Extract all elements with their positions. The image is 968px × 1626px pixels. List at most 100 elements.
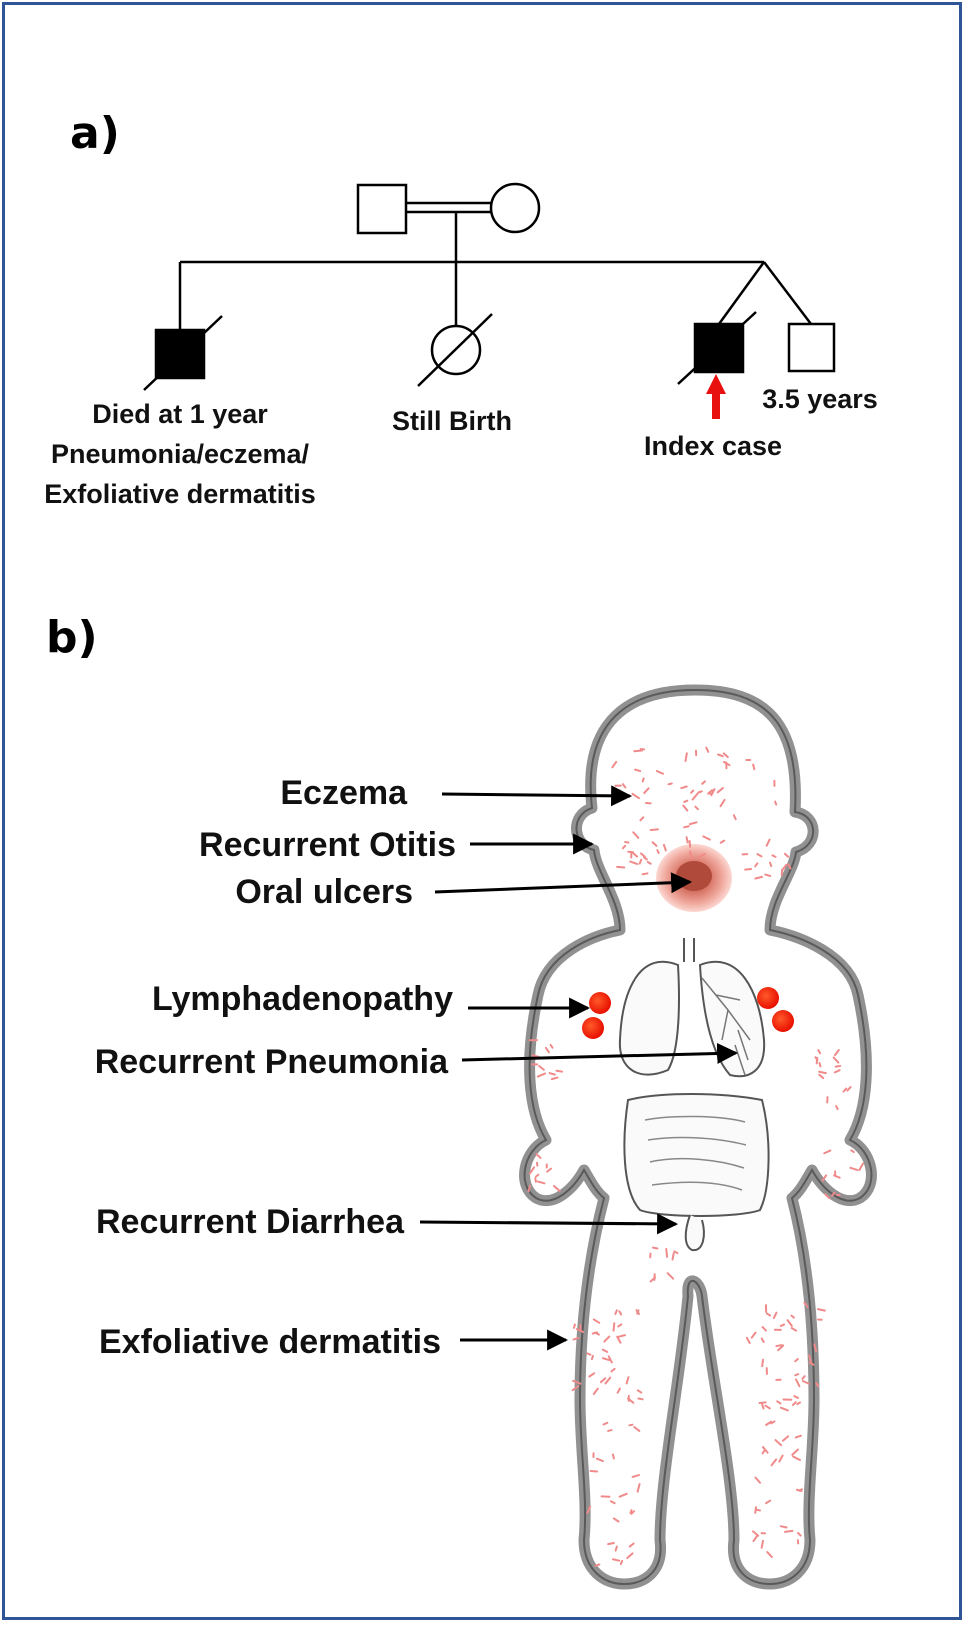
rash-mark: [684, 752, 688, 763]
rash-mark: [801, 1380, 810, 1385]
rash-mark: [688, 839, 692, 848]
sibling1-deceased-slash: [143, 315, 223, 391]
rash-mark: [616, 865, 626, 869]
rash-mark: [824, 1193, 831, 1200]
rash-mark: [626, 1552, 634, 1560]
rash-mark: [794, 1357, 799, 1363]
rash-mark: [817, 1049, 822, 1055]
rash-mark: [607, 1541, 615, 1546]
rash-mark: [636, 1309, 640, 1315]
rash-mark: [618, 1310, 623, 1316]
rash-mark: [833, 1069, 841, 1074]
rash-mark: [609, 1500, 616, 1505]
rash-mark: [764, 873, 772, 877]
rash-mark: [794, 1434, 802, 1439]
twin-branch-left: [717, 261, 766, 325]
rash-mark: [683, 825, 690, 829]
rash-mark: [765, 1420, 773, 1426]
rash-mark: [765, 1312, 772, 1317]
rash-mark: [667, 782, 673, 786]
rash-mark: [629, 860, 639, 866]
lungs: [618, 938, 766, 1078]
rash-mark: [803, 1301, 809, 1308]
rash-mark: [601, 1357, 611, 1362]
rash-mark: [611, 1558, 621, 1562]
rash-mark: [719, 798, 726, 808]
rash-mark: [649, 828, 659, 832]
rash-mark: [531, 1054, 540, 1058]
lymph-node-right-lower: [582, 1017, 604, 1039]
rash-mark: [761, 1358, 765, 1368]
rash-mark: [607, 1355, 613, 1364]
rash-mark: [683, 799, 689, 803]
rash-mark: [761, 1402, 765, 1410]
rash-mark: [571, 1385, 580, 1392]
rash-mark: [614, 1545, 618, 1552]
mouth-opening: [676, 861, 712, 891]
rash-mark: [594, 1563, 601, 1567]
arrow-diarrhea: [419, 1213, 679, 1235]
rash-mark: [534, 1173, 540, 1178]
rash-mark: [628, 1423, 634, 1427]
symptom-diarrhea: Recurrent Diarrhea: [96, 1203, 405, 1241]
rash-mark: [628, 1542, 635, 1548]
rash-mark: [754, 875, 763, 880]
rash-mark: [794, 1373, 800, 1377]
rash-mark: [786, 1319, 793, 1327]
rash-mark: [761, 1446, 769, 1454]
rash-mark: [842, 1087, 848, 1093]
rash-mark: [688, 821, 698, 826]
symptom-oral-ulcers: Oral ulcers: [235, 873, 413, 911]
baby-body-inner-line: [523, 688, 873, 1586]
rash-mark: [756, 853, 763, 858]
intestines: [623, 1093, 770, 1252]
rash-mark: [631, 792, 640, 800]
rash-mark: [823, 1149, 832, 1155]
rash-mark: [536, 1180, 546, 1185]
pedigree-chart: [143, 182, 836, 391]
rash-mark: [631, 1474, 640, 1478]
rash-mark: [722, 752, 729, 759]
rash-mark: [830, 1191, 836, 1197]
rash-mark: [629, 1509, 633, 1515]
rash-mark: [651, 1246, 659, 1250]
rash-mark: [572, 1379, 582, 1385]
rash-mark: [705, 746, 710, 753]
rash-mark: [783, 852, 790, 858]
rash-mark: [818, 1073, 825, 1080]
rash-mark: [612, 1517, 620, 1523]
rash-mark: [549, 1043, 554, 1049]
rash-mark: [639, 852, 646, 858]
rash-mark: [765, 1499, 772, 1505]
rash-mark: [764, 1404, 771, 1410]
rash-mark: [723, 760, 731, 767]
rash-mark: [774, 1439, 782, 1447]
rash-mark: [534, 1177, 537, 1183]
symptom-otitis: Recurrent Otitis: [199, 826, 456, 864]
lymph-node-left-upper: [757, 987, 779, 1009]
rash-mark: [641, 777, 645, 783]
rash-mark: [791, 1448, 799, 1456]
father-symbol: [356, 183, 408, 235]
rash-mark: [625, 1376, 630, 1385]
rash-mark: [633, 1426, 641, 1432]
rash-mark: [588, 1372, 596, 1378]
rash-mark: [617, 1323, 623, 1328]
rash-mark: [849, 1166, 859, 1171]
rash-mark: [702, 835, 711, 841]
rash-mark: [790, 1314, 795, 1319]
rash-mark: [707, 789, 714, 794]
baby-illustration: [519, 684, 877, 1590]
rash-mark: [544, 1046, 550, 1054]
panel-label-b: b): [46, 612, 98, 663]
rash-mark: [760, 1337, 765, 1343]
rash-mark: [744, 867, 753, 871]
rash-mark: [697, 790, 703, 794]
rash-mark: [816, 1308, 826, 1312]
rash-mark: [603, 1335, 611, 1343]
rash-mark: [527, 1184, 532, 1193]
symptom-eczema: Eczema: [280, 774, 408, 812]
rash-mark: [602, 1421, 609, 1426]
rash-mark: [632, 831, 640, 839]
